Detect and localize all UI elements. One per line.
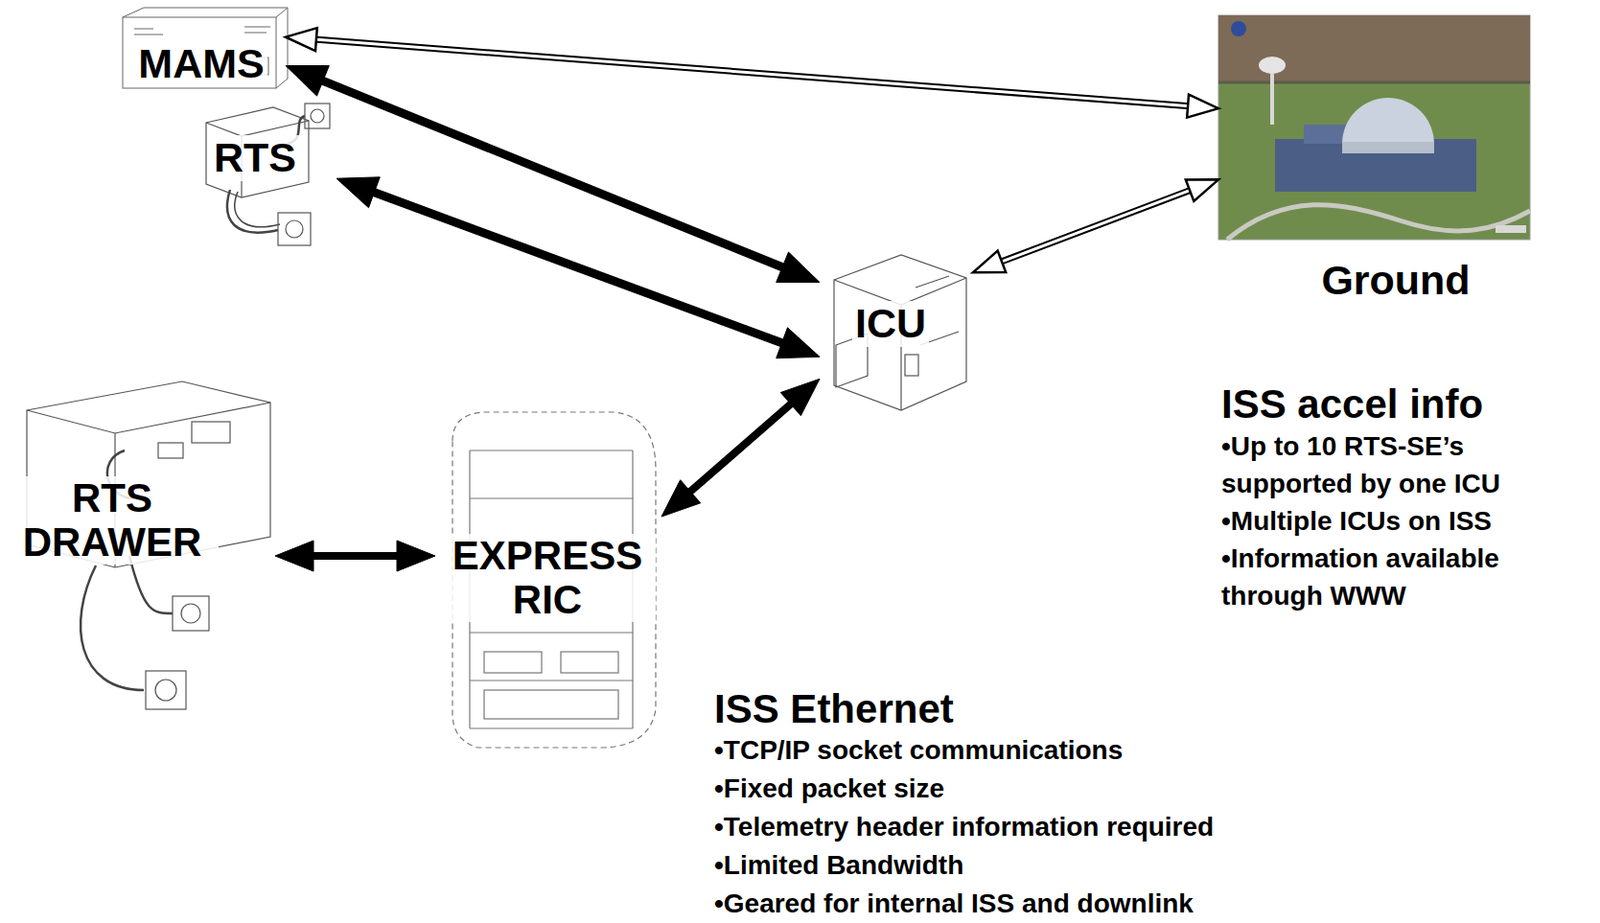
drawing-stroke [1218, 15, 1531, 83]
drawing-stroke [560, 651, 619, 673]
drawing-stroke [484, 651, 542, 673]
drawing-stroke [234, 191, 280, 228]
mams-unit: MAMS [107, 5, 286, 94]
drawing-stroke [1342, 141, 1435, 154]
drawing-stroke [304, 103, 330, 129]
arrow-head [661, 480, 701, 517]
drawing-stroke [1218, 81, 1531, 85]
bullet-note: •TCP/IP socket communications [714, 732, 1123, 769]
ground-station: Ground [1218, 15, 1531, 308]
node-label: MAMS [135, 41, 267, 87]
drawing-stroke [1495, 225, 1527, 233]
drawing-stroke [834, 255, 967, 411]
bullet-note: •Up to 10 RTS-SE’s supported by one ICU [1221, 427, 1596, 503]
mams-drawing [122, 7, 288, 89]
drawing-stroke [915, 276, 950, 288]
rts-drawer-unit: RTS DRAWER [2, 377, 277, 724]
drawing-stroke [122, 17, 277, 89]
drawing-stroke [285, 220, 303, 238]
arrow-shaft [314, 39, 1190, 107]
arrow-head [780, 378, 820, 416]
drawing-stroke [469, 631, 633, 633]
drawing-stroke [158, 442, 184, 459]
drawing-stroke [469, 727, 633, 729]
drawing-stroke [1218, 15, 1531, 240]
drawing-stroke [244, 26, 271, 28]
bullet-note: •Geared for internal ISS and downlink [714, 885, 1194, 923]
drawing-stroke [134, 34, 163, 36]
arrow-shaft-inner [999, 189, 1192, 263]
node-label: EXPRESS RIC [439, 533, 656, 623]
section-heading: ISS Ethernet [714, 686, 954, 733]
arrow-head [1185, 179, 1219, 202]
bullet-note: •Multiple ICUs on ISS [1221, 502, 1492, 540]
arrow-connector [285, 27, 1219, 118]
drawing-stroke [1342, 97, 1435, 144]
drawing-stroke [904, 354, 919, 376]
drawing-stroke [469, 679, 633, 681]
drawing-stroke [155, 679, 177, 701]
section-heading: ISS accel info [1221, 381, 1484, 428]
arrow-head [776, 252, 820, 283]
arrow-head [285, 66, 329, 97]
bullet-note: •Telemetry header information required [714, 809, 1214, 846]
arrow-head [1186, 94, 1219, 118]
drawing-stroke [206, 107, 309, 198]
rts-unit: RTS [198, 96, 337, 260]
arrow-connector [973, 179, 1219, 273]
drawing-stroke [191, 421, 231, 443]
arrow-head [776, 327, 820, 359]
drawing-stroke [469, 497, 633, 499]
drawing-stroke [134, 28, 154, 30]
drawing-stroke [206, 120, 309, 137]
arrow-connector [336, 177, 820, 359]
drawing-stroke [80, 565, 144, 691]
arrow-shaft [689, 402, 793, 493]
drawing-stroke [484, 690, 619, 719]
arrow-head [336, 177, 380, 209]
ground-photo [1218, 15, 1531, 240]
express-rack: EXPRESS RIC [435, 408, 662, 750]
arrow-shaft [999, 189, 1192, 263]
node-label: Ground [1318, 257, 1473, 303]
arrow-shaft-inner [314, 39, 1190, 107]
drawing-stroke [1227, 205, 1531, 240]
rts-drawing [206, 103, 330, 246]
arrow-head [285, 27, 318, 51]
drawing-stroke [310, 109, 325, 123]
icu-drawing [834, 255, 967, 411]
arrow-shaft [311, 552, 399, 560]
bullet-note: •Information available through WWW [1221, 539, 1596, 615]
arrow-head [973, 251, 1006, 274]
arrow-head [396, 540, 436, 572]
arrow-head [275, 540, 314, 572]
drawing-stroke [244, 32, 267, 34]
node-label: RTS DRAWER [6, 476, 219, 565]
arrow-shaft [372, 191, 785, 344]
drawing-stroke [276, 7, 288, 89]
drawing-stroke [1270, 67, 1275, 125]
icu-unit: ICU [819, 251, 974, 422]
drawing-stroke [26, 402, 271, 434]
arrow-connector [285, 66, 820, 283]
arrow-connector [661, 378, 820, 517]
arrow-shaft [321, 80, 785, 269]
bullet-note: •Limited Bandwidth [714, 847, 964, 884]
node-label: RTS [210, 135, 300, 181]
drawing-stroke [181, 603, 201, 624]
drawing-stroke [122, 7, 288, 18]
drawing-stroke [172, 596, 209, 631]
drawing-stroke [469, 449, 633, 451]
bullet-note: •Fixed packet size [714, 770, 945, 808]
drawing-stroke [278, 212, 311, 246]
drawing-stroke [145, 671, 186, 710]
arrow-connector [275, 540, 436, 572]
drawing-stroke [1275, 139, 1477, 192]
drawing-stroke [1258, 56, 1286, 74]
drawing-stroke [1230, 21, 1247, 37]
node-label: ICU [852, 301, 929, 347]
